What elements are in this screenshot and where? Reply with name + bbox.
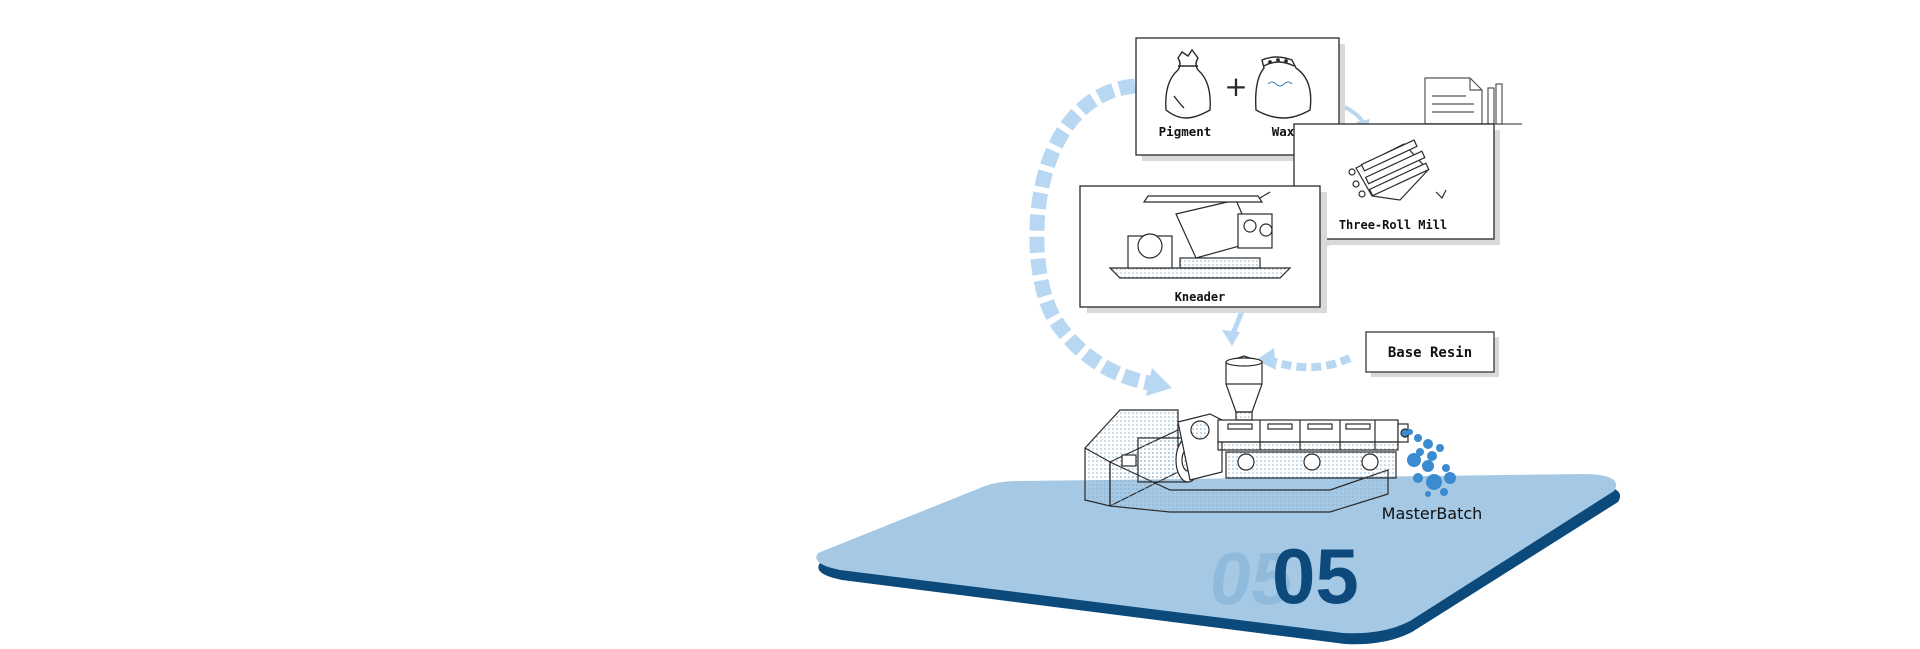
kneader-box: Kneader	[1079, 185, 1327, 313]
arrow-pigment-to-extruder-head	[1146, 368, 1172, 396]
wax-label: Wax	[1272, 124, 1295, 139]
step-number-shadow: 05	[1205, 537, 1299, 620]
arrow-base-resin-to-extruder-head	[1256, 348, 1276, 370]
masterbatch-pellets	[1407, 429, 1456, 497]
document-icon	[1400, 77, 1522, 125]
extruder-base	[1109, 461, 1389, 513]
masterbatch-label: MasterBatch	[1382, 504, 1483, 523]
three-roll-mill-box: Three-Roll Mill	[1293, 123, 1500, 245]
base-resin-label: Base Resin	[1388, 345, 1472, 361]
platform	[816, 474, 1621, 645]
base-resin-box: Base Resin	[1365, 331, 1499, 377]
kneader-label: Kneader	[1175, 290, 1226, 304]
extruder-machine	[1084, 355, 1410, 513]
extruder-barrel	[1217, 419, 1399, 443]
arrow-base-resin-to-extruder	[1268, 354, 1352, 372]
pigment-wax-box: + Pigment Wax	[1135, 37, 1345, 161]
step-number: 05	[1272, 532, 1359, 620]
wax-bag-icon	[1254, 56, 1312, 119]
pigment-label: Pigment	[1159, 124, 1212, 139]
three-roll-mill-label: Three-Roll Mill	[1339, 218, 1447, 232]
kneader-machine-icon	[1108, 191, 1292, 279]
plus-sign: +	[1224, 70, 1247, 103]
arrow-kneader-to-extruder-head	[1222, 330, 1240, 346]
pigment-bag-icon	[1165, 48, 1211, 119]
platform-top	[816, 474, 1617, 634]
three-roll-mill-icon	[1348, 139, 1447, 201]
arrow-pigment-to-extruder	[1029, 78, 1162, 393]
